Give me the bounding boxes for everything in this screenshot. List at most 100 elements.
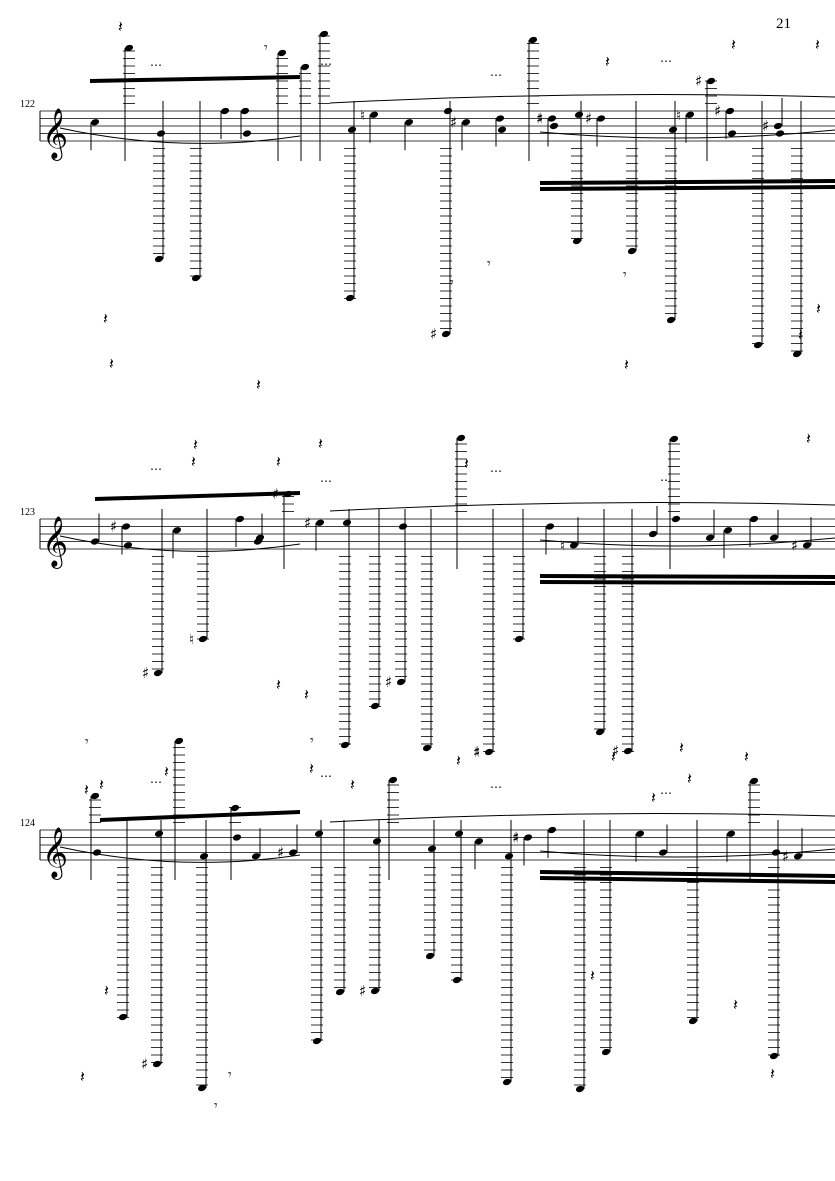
dots-mark: ⋯: [320, 474, 332, 488]
measure-number: 123: [20, 507, 35, 518]
dots-mark: ⋯: [490, 464, 502, 478]
notehead: [635, 830, 645, 837]
sharp-accidental: ♯: [272, 485, 279, 503]
notehead: [174, 737, 184, 745]
staff-system: 𝄞124♯♯♯♯♮♯𝄽𝄾𝄽𝄽𝄽𝄽𝄽𝄽𝄽𝄽𝄾𝄽𝄽𝄽⋯⋯⋯⋯: [20, 737, 835, 1114]
notehead: [388, 776, 398, 784]
beam: [95, 491, 300, 501]
sharp-accidental: ♯: [450, 113, 457, 131]
notehead: [671, 515, 681, 523]
quarter-rest: 𝄽: [276, 452, 281, 471]
quarter-rest: 𝄽: [731, 35, 736, 54]
natural-accidental: ♮: [560, 538, 565, 554]
notehead: [727, 130, 737, 137]
sharp-accidental: ♯: [762, 117, 769, 135]
notehead: [523, 834, 533, 841]
notehead: [240, 107, 250, 115]
quarter-rest: 𝄽: [193, 435, 198, 454]
notehead: [342, 519, 352, 526]
sharp-accidental: ♯: [536, 110, 543, 128]
notehead: [495, 115, 505, 122]
slur: [329, 813, 835, 823]
eighth-rest: 𝄾: [214, 1098, 218, 1114]
natural-accidental: ♮: [475, 745, 480, 761]
notehead: [300, 63, 310, 71]
eighth-rest: 𝄾: [450, 275, 454, 291]
notehead: [545, 523, 555, 530]
quarter-rest: 𝄽: [304, 685, 309, 704]
quarter-rest: 𝄽: [318, 434, 323, 453]
notehead: [623, 747, 633, 755]
notehead: [769, 1052, 779, 1060]
notehead: [235, 515, 245, 523]
quarter-rest: 𝄽: [798, 325, 803, 344]
notehead: [575, 1085, 585, 1093]
quarter-rest: 𝄽: [605, 52, 610, 71]
sharp-accidental: ♯: [359, 982, 366, 1000]
notehead: [595, 728, 605, 736]
notehead: [153, 669, 163, 677]
slur: [59, 535, 301, 552]
natural-accidental: ♮: [514, 831, 519, 847]
notehead: [648, 530, 658, 538]
notehead: [502, 1078, 512, 1086]
sharp-accidental: ♯: [304, 514, 311, 532]
notehead: [802, 542, 812, 549]
sharp-accidental: ♯: [473, 743, 480, 761]
notehead: [398, 523, 408, 530]
dots-mark: ⋯: [490, 68, 502, 82]
notehead: [666, 316, 676, 324]
sharp-accidental: ♯: [141, 1055, 148, 1073]
notehead: [314, 830, 324, 837]
notehead: [199, 853, 209, 860]
quarter-rest: 𝄽: [309, 759, 314, 778]
notehead: [230, 804, 240, 812]
notehead: [723, 527, 733, 534]
notehead: [658, 849, 668, 856]
notehead: [572, 237, 582, 245]
quarter-rest: 𝄽: [744, 747, 749, 766]
notehead: [118, 1013, 128, 1021]
notehead: [454, 830, 464, 837]
notehead: [255, 534, 265, 541]
notehead: [452, 976, 462, 984]
quarter-rest: 𝄽: [816, 299, 821, 318]
quarter-rest: 𝄽: [80, 1067, 85, 1086]
slur: [59, 127, 301, 144]
notehead: [749, 515, 759, 523]
sharp-accidental: ♯: [782, 847, 789, 865]
notehead: [443, 107, 453, 115]
notehead: [156, 130, 166, 137]
notehead: [347, 126, 357, 133]
quarter-rest: 𝄽: [109, 354, 114, 373]
beam: [100, 810, 300, 822]
quarter-rest: 𝄽: [815, 35, 820, 54]
dots-mark: ⋯: [320, 769, 332, 783]
staff-system: 𝄞123♯♯♮♯♯♯♯♮♮♯♯𝄽𝄽𝄽𝄽𝄽𝄽𝄽𝄾𝄽𝄽𝄽𝄽𝄾𝄽⋯⋯⋯⋯: [20, 429, 835, 807]
slur: [539, 537, 835, 547]
quarter-rest: 𝄽: [103, 309, 108, 328]
dots-mark: ⋯: [150, 775, 162, 789]
notehead: [497, 126, 507, 133]
sharp-accidental: ♯: [791, 536, 798, 554]
quarter-rest: 𝄽: [191, 452, 196, 471]
quarter-rest: 𝄽: [164, 762, 169, 781]
sharp-accidental: ♯: [612, 742, 619, 760]
treble-clef: 𝄞: [42, 108, 68, 161]
notehead: [547, 826, 557, 834]
beam: [540, 876, 835, 884]
quarter-rest: 𝄽: [733, 995, 738, 1014]
staff-system: 𝄞122♮♯♯♯♮♯♮♯♯♯𝄾𝄽𝄾𝄽𝄽𝄾𝄽𝄾𝄽𝄽𝄽𝄽𝄽𝄽⋯⋯⋯⋯: [20, 17, 835, 394]
quarter-rest: 𝄽: [590, 966, 595, 985]
notehead: [92, 849, 102, 856]
notehead: [669, 435, 679, 443]
dots-mark: ⋯: [660, 54, 672, 68]
natural-accidental: ♮: [676, 108, 681, 124]
quarter-rest: 𝄽: [806, 429, 811, 448]
beam: [90, 75, 300, 83]
notehead: [369, 111, 379, 118]
quarter-rest: 𝄽: [770, 1064, 775, 1083]
eighth-rest: 𝄾: [85, 734, 89, 750]
notehead: [771, 849, 781, 856]
